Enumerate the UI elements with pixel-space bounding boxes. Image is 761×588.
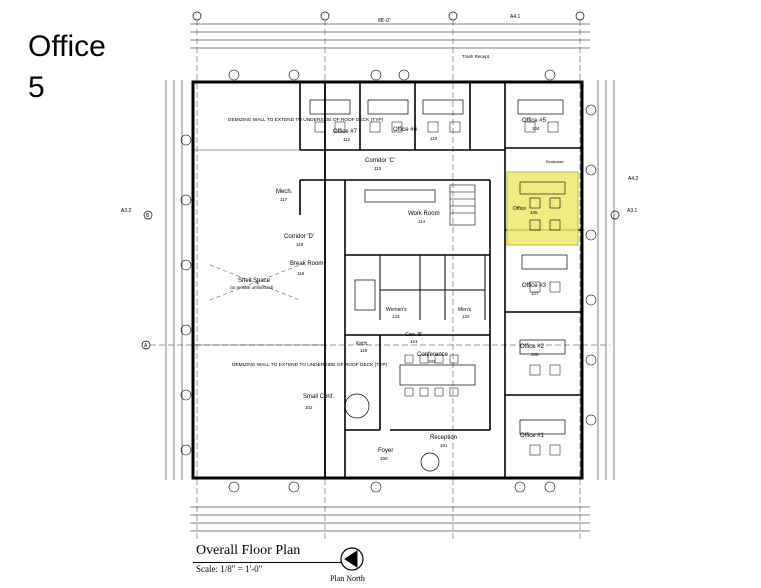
label-bookcase: Bookcase (546, 159, 564, 164)
label-reception-num: 101 (440, 443, 448, 448)
label-office7-num: 112 (343, 137, 351, 142)
label-womens-num: 123 (392, 314, 400, 319)
note-demising-2: DEMIZING WALL TO EXTEND TO UNDERSIDE OF … (232, 362, 388, 368)
label-conference: Conference (417, 352, 449, 358)
label-small-conf-num: 102 (305, 405, 313, 410)
note-demising-1: DEMIZING WALL TO EXTEND TO UNDERSIDE OF … (228, 117, 384, 123)
label-break-room-num: 116 (297, 271, 305, 276)
label-conference-num: 103 (428, 359, 436, 364)
label-office3-num: 107 (531, 291, 539, 296)
label-foyer: Foyer (378, 448, 393, 454)
label-mech-num: 117 (280, 197, 288, 202)
label-mens-num: 122 (462, 314, 470, 319)
overall-dimension: 88'-0" (378, 18, 391, 24)
label-work-room: Work Room (408, 211, 440, 217)
plan-north-label: Plan North (330, 574, 365, 583)
grid-a-label: A (144, 343, 148, 349)
label-office5a-num: 104 (532, 126, 540, 131)
label-office3: Office #3 (522, 283, 547, 289)
slide-title-line2: 5 (28, 71, 45, 104)
label-womens: Women's (386, 307, 407, 313)
label-foyer-num: 100 (380, 456, 388, 461)
label-corridor-c: Corridor 'C' (365, 158, 395, 164)
office-5-highlight[interactable] (506, 171, 579, 246)
label-office1: Office #1 (520, 433, 545, 439)
ref-a31: A3.1 (627, 208, 638, 214)
label-break-room: Break Room (290, 261, 323, 267)
label-shell-note: (to remain unfinished) (230, 285, 274, 290)
slide-title: Office 5 (28, 26, 106, 108)
label-corr-b: Corr. 'B' (405, 332, 423, 338)
label-trash: Trash Recept. (462, 54, 490, 59)
grid-b-label: B (146, 213, 150, 219)
ref-a42: A4.2 (628, 176, 639, 182)
label-office5: Office (513, 206, 526, 212)
label-corridor-d-num: 118 (296, 242, 304, 247)
label-office6-num: 110 (430, 136, 438, 141)
label-kitch-num: 119 (360, 348, 368, 353)
label-mens: Men's (458, 307, 472, 313)
label-corr-b-num: 121 (410, 339, 418, 344)
label-reception: Reception (430, 435, 457, 441)
label-work-room-num: 114 (418, 219, 426, 224)
plan-title: Overall Floor Plan (196, 543, 301, 558)
label-small-conf: Small Conf. (303, 394, 334, 400)
label-office7: Office #7 (333, 129, 358, 135)
ref-a32: A3.2 (121, 208, 132, 214)
label-office2-num: 108 (531, 352, 539, 357)
label-kitch: Kitch. (356, 341, 369, 347)
label-shell: Shell Space (238, 278, 271, 284)
label-corridor-c-num: 113 (374, 166, 382, 171)
plan-title-rule (193, 562, 341, 563)
label-corridor-d: Corridor 'D' (284, 234, 314, 240)
label-office6: Office #6 (393, 127, 418, 133)
label-office5a: Office #5 (522, 118, 547, 124)
label-mech: Mech. (276, 189, 293, 195)
slide-title-line1: Office (28, 30, 106, 63)
ref-a41: A4.1 (510, 14, 521, 20)
plan-scale: Scale: 1/8" = 1'-0" (196, 564, 263, 574)
label-office2: Office #2 (520, 344, 545, 350)
label-office5-num: 105 (530, 210, 538, 215)
